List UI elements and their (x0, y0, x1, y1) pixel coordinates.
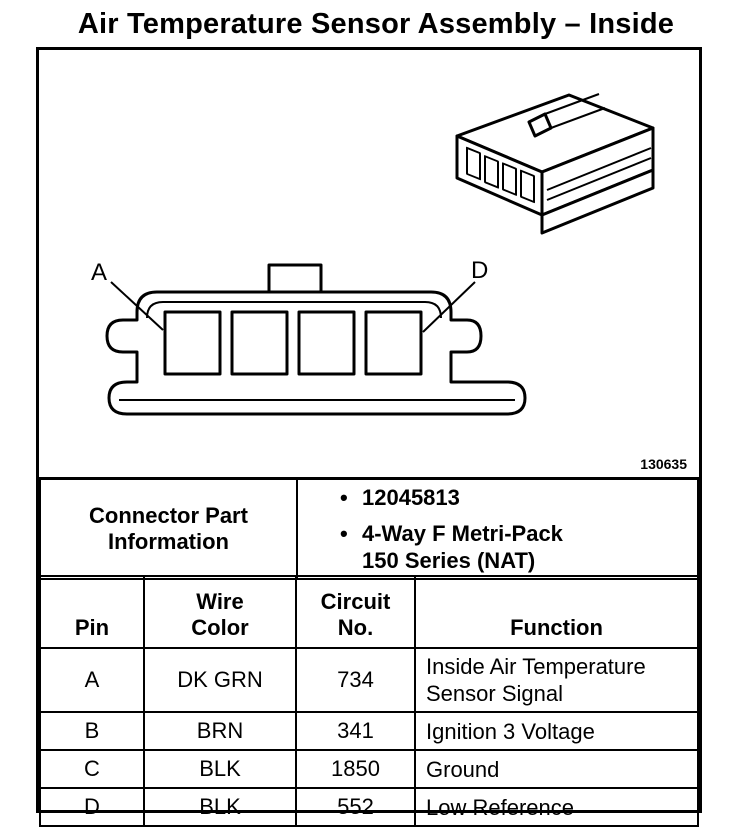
pin-label-a: A (91, 259, 107, 286)
cell-wire-color: BLK (143, 749, 297, 789)
table-header-row: Pin Wire Color Circuit No. Function (39, 575, 699, 649)
cell-function: Ground (414, 749, 699, 789)
figure-number: 130635 (640, 456, 687, 472)
cell-pin: B (39, 711, 145, 751)
cell-function: Ignition 3 Voltage (414, 711, 699, 751)
part-number: • 12045813 (340, 485, 460, 510)
header-wire-color: Wire Color (143, 575, 297, 649)
connector-part-info-values: • 12045813 • 4-Way F Metri-Pack 150 Seri… (296, 477, 699, 580)
cavity-d (364, 310, 423, 376)
connector-type: • 4-Way F Metri-Pack (340, 521, 563, 546)
pin-callouts (110, 281, 476, 333)
pin-label-d: D (471, 257, 488, 284)
cell-circuit: 552 (295, 787, 416, 827)
connector-info-table: Connector Part Information • 12045813 • … (39, 477, 699, 580)
table-row: C BLK 1850 Ground (39, 749, 699, 789)
header-pin: Pin (39, 575, 145, 649)
cell-wire-color: BRN (143, 711, 297, 751)
table-row: A DK GRN 734 Inside Air Temperature Sens… (39, 647, 699, 713)
cell-pin: D (39, 787, 145, 827)
connector-part-info-label: Connector Part Information (39, 477, 298, 580)
cell-function: Low Reference (414, 787, 699, 827)
header-circuit: Circuit No. (295, 575, 416, 649)
table-row: B BRN 341 Ignition 3 Voltage (39, 711, 699, 751)
diagram-frame: A D 130635 Connector Part Information • … (36, 47, 702, 827)
connector-front-view (105, 263, 527, 416)
cell-circuit: 734 (295, 647, 416, 713)
cell-pin: A (39, 647, 145, 713)
leader-line-d (422, 281, 476, 333)
connector-diagram: A D (91, 93, 655, 416)
cavity-b (230, 310, 289, 376)
cell-wire-color: DK GRN (143, 647, 297, 713)
leader-line-a (110, 281, 164, 331)
connector-latch (267, 263, 323, 294)
cavity-a (163, 310, 222, 376)
cell-circuit: 1850 (295, 749, 416, 789)
connector-isometric-drawing (455, 93, 655, 235)
cavity-c (297, 310, 356, 376)
page-title: Air Temperature Sensor Assembly – Inside (77, 8, 675, 40)
pinout-table: Pin Wire Color Circuit No. Function A DK… (39, 575, 699, 827)
table-row: D BLK 552 Low Reference (39, 787, 699, 827)
cell-circuit: 341 (295, 711, 416, 751)
cell-function: Inside Air Temperature Sensor Signal (414, 647, 699, 713)
connector-series: 150 Series (NAT) (362, 548, 536, 573)
header-function: Function (414, 575, 699, 649)
cell-wire-color: BLK (143, 787, 297, 827)
cell-pin: C (39, 749, 145, 789)
